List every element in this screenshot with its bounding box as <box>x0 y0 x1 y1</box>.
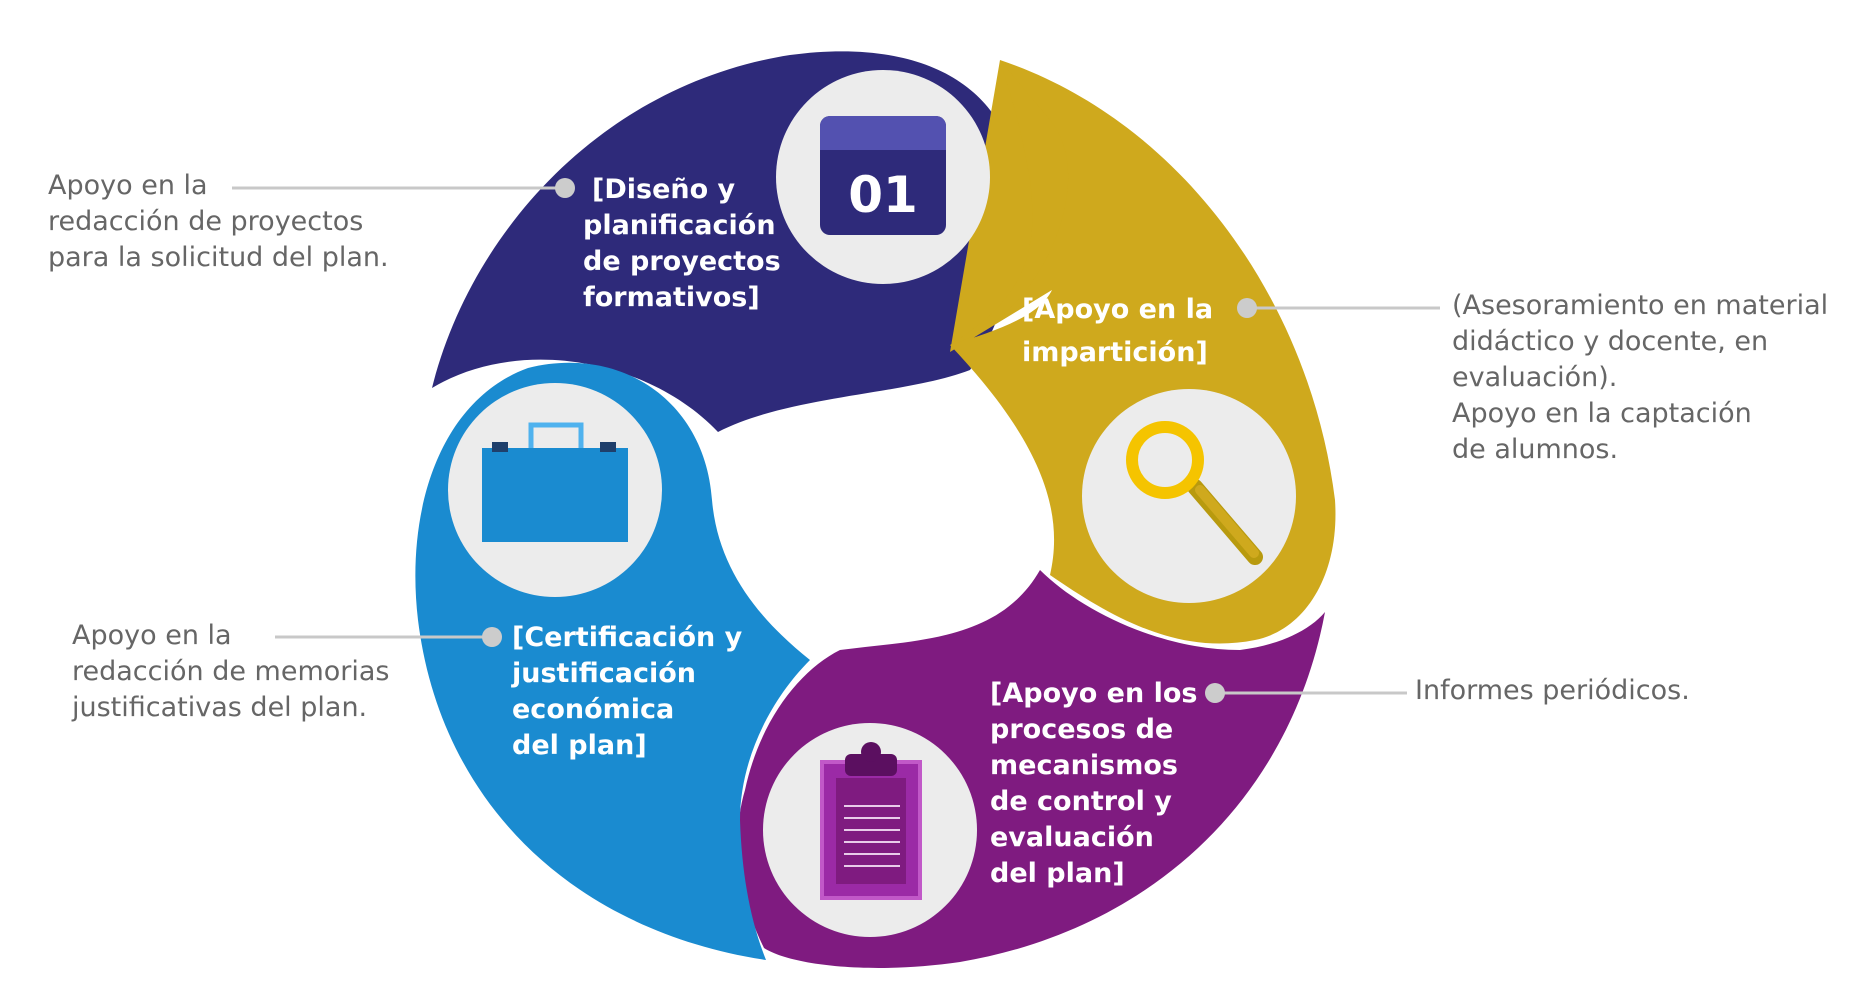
label-control-line: de control y <box>990 786 1172 817</box>
label-certification: [Certificación y justificación económica… <box>511 622 752 761</box>
note-certification: Apoyo en la redacción de memorias justif… <box>72 620 390 723</box>
label-design-line: formativos] <box>583 282 760 313</box>
label-teaching: [Apoyo en la impartición] <box>1022 294 1222 368</box>
connector-design <box>232 178 575 198</box>
label-certification-line: del plan] <box>512 730 647 761</box>
connector-teaching <box>1237 298 1440 318</box>
label-design-line: planificación <box>583 210 776 241</box>
label-teaching-line: [Apoyo en la <box>1022 294 1213 325</box>
magnifier-icon <box>1126 421 1263 565</box>
label-control-line: [Apoyo en los <box>990 678 1197 709</box>
label-control-line: mecanismos <box>990 750 1178 781</box>
label-control-line: evaluación <box>990 822 1154 853</box>
note-design: Apoyo en la redacción de proyectos para … <box>48 170 389 273</box>
note-control: Informes periódicos. <box>1415 675 1690 706</box>
clipboard-icon <box>820 742 922 900</box>
label-design: [Diseño y planificación de proyectos for… <box>583 174 790 313</box>
label-control-line: del plan] <box>990 858 1125 889</box>
label-control-line: procesos de <box>990 714 1173 745</box>
teaching-icon-circle <box>1082 389 1296 603</box>
label-certification-line: justificación <box>511 658 696 689</box>
connector-control <box>1205 683 1407 703</box>
label-teaching-line: impartición] <box>1022 337 1208 368</box>
connector-certification <box>275 627 502 647</box>
label-design-line: [Diseño y <box>592 174 736 205</box>
label-certification-line: [Certificación y <box>512 622 743 653</box>
briefcase-icon <box>482 422 628 542</box>
label-control: [Apoyo en los procesos de mecanismos de … <box>990 678 1207 889</box>
note-teaching: (Asesoramiento en material didáctico y d… <box>1452 290 1829 465</box>
calendar-number: 01 <box>848 166 918 224</box>
label-certification-line: económica <box>512 694 674 725</box>
calendar-icon: 01 <box>820 116 946 235</box>
label-design-line: de proyectos <box>583 246 781 277</box>
